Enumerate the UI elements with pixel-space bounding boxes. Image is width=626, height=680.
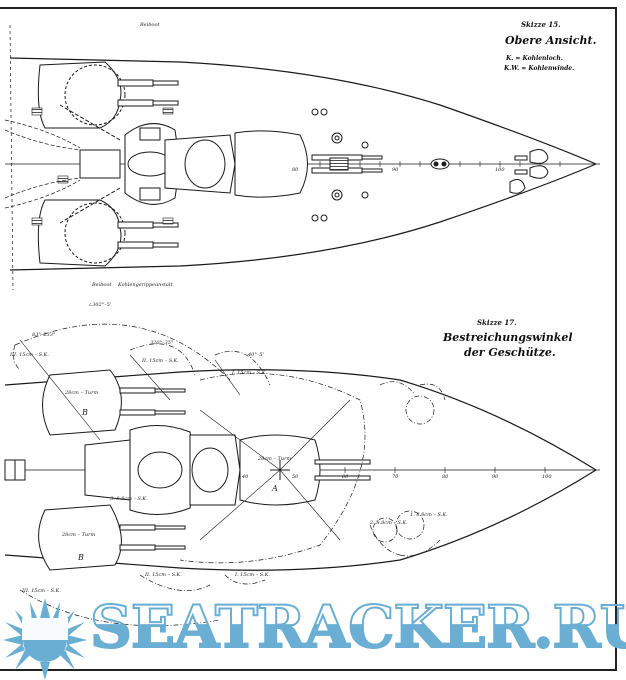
top-wing-turret-lower xyxy=(37,199,179,267)
scale-mark-100: 100 xyxy=(542,474,552,480)
label-arc-I: 40°–5' xyxy=(248,352,264,358)
scale-mark-80: 80 xyxy=(292,167,299,173)
sketch-17-number: Skizze 17. xyxy=(477,318,517,327)
label-turret-letter-upper: B xyxy=(82,408,88,417)
label-gun-II-upper: II. 15cm – S.K. xyxy=(142,358,179,364)
watermark-fill: SEATRACKER.RU xyxy=(90,593,626,661)
label-gun-I-lower: I. 15cm – S.K. xyxy=(235,572,270,578)
label-gun-III-lower: III. 15cm – S.K. xyxy=(22,588,61,594)
legend-coal-winch: K.W. = Kohlenwinde. xyxy=(504,65,575,72)
bottom-superstructure xyxy=(4,425,241,515)
top-forward-turret xyxy=(234,130,383,198)
top-left-lines xyxy=(4,24,81,291)
label-turret-letter-center: A xyxy=(272,484,278,493)
label-small-gun-2: 2. 8.8cm – S.K. xyxy=(370,520,408,526)
scale-mark-40: 40 xyxy=(242,474,249,480)
label-turret-lower: 28cm – Turm xyxy=(62,532,96,538)
bottom-turret-lower xyxy=(38,504,186,571)
label-turret-letter-lower: B xyxy=(78,553,84,562)
legend-coal-hole: K. = Kohlenloch. xyxy=(506,55,563,62)
top-coal-hatches xyxy=(31,107,174,226)
label-boat-top: Beiboot xyxy=(140,22,160,28)
scale-mark-90: 90 xyxy=(392,167,399,173)
scale-mark-60: 60 xyxy=(342,474,349,480)
label-small-gun-3: 3. 8.8cm – S.K. xyxy=(110,496,148,502)
bottom-turret-upper xyxy=(42,369,186,436)
scale-mark-100: 100 xyxy=(495,167,505,173)
drawing-frame xyxy=(0,7,617,671)
firing-arc-rays xyxy=(19,339,351,541)
label-turret-center: 28cm – Turm xyxy=(258,456,292,462)
firing-arcs xyxy=(13,323,446,627)
label-arc-total: ∠302°–5' xyxy=(88,302,112,308)
top-superstructure xyxy=(59,104,236,224)
label-coal-gear: Kohlengerippeanstalt xyxy=(118,282,173,288)
scale-mark-70: 70 xyxy=(392,474,399,480)
top-deck-fittings xyxy=(311,108,549,222)
sketch-15-title: Obere Ansicht. xyxy=(505,34,597,47)
watermark-sun-icon xyxy=(3,598,87,680)
scale-mark-50: 50 xyxy=(292,474,299,480)
label-gun-I-upper: I. 15cm – S.K. xyxy=(232,370,267,376)
top-wing-turret-upper xyxy=(37,61,179,129)
sketch-15-number: Skizze 15. xyxy=(521,20,561,29)
sketch-17-title-line2: der Geschütze. xyxy=(464,346,556,359)
label-turret-upper: 28cm – Turm xyxy=(65,390,99,396)
label-arc-upper-left: 83°–233° xyxy=(32,332,56,338)
scale-mark-80: 80 xyxy=(442,474,449,480)
label-boat-bottom: Beiboot xyxy=(92,282,112,288)
watermark-text: SEATRACKER.RU xyxy=(89,593,626,661)
label-gun-II-lower: II. 15cm – S.K. xyxy=(145,572,182,578)
label-arc-II: 320°–35° xyxy=(150,340,174,346)
scale-mark-90: 90 xyxy=(492,474,499,480)
sketch-17-title-line1: Bestreichungswinkel xyxy=(443,331,573,344)
label-small-gun-1: 1. 8.8cm – S.K. xyxy=(410,512,448,518)
label-gun-III: III. 15cm – S.K. xyxy=(10,352,49,358)
